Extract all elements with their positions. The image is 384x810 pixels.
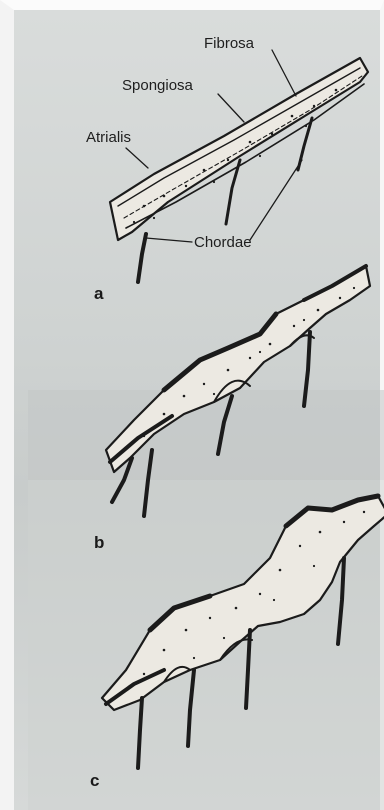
chordae-pointer-right [250, 160, 302, 240]
fibrosa-pointer [272, 50, 296, 96]
fibrosa-label: Fibrosa [204, 35, 255, 52]
spongiosa-pointer [218, 94, 244, 122]
panel-c-letter: c [90, 771, 99, 790]
panel-a-chorda-left [138, 234, 146, 282]
chordae-pointer-left [146, 238, 192, 242]
diagram-canvas: Fibrosa Spongiosa Atrialis Chordae a b [14, 10, 384, 810]
atrialis-label: Atrialis [86, 129, 131, 146]
panel-a-letter: a [94, 284, 104, 303]
spongiosa-label: Spongiosa [122, 77, 194, 94]
chordae-label: Chordae [194, 234, 252, 251]
atrialis-pointer [126, 148, 148, 168]
panel-b-letter: b [94, 533, 104, 552]
